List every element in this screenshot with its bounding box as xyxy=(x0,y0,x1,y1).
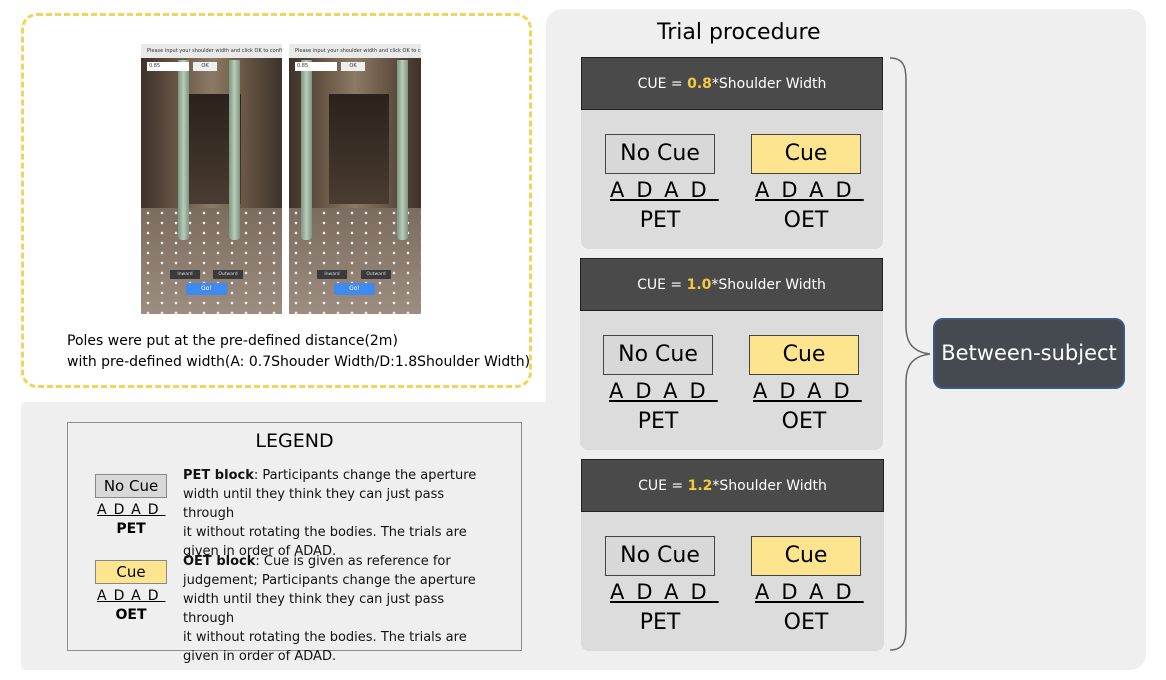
oet-adad-sequence: ADAD xyxy=(753,379,862,403)
legend-pet-description: PET block: Participants change the apert… xyxy=(183,468,477,559)
cue-chip: Cue xyxy=(751,536,861,576)
inward-button[interactable]: Inward xyxy=(170,270,200,279)
legend-oet-desc-line: it without rotating the bodies. The tria… xyxy=(183,630,467,645)
cue-chip: Cue xyxy=(749,335,859,375)
caption-line-1: Poles were put at the pre-defined distan… xyxy=(67,333,398,349)
oet-adad-sequence: ADAD xyxy=(755,178,864,202)
pole-right xyxy=(229,60,240,240)
cue-block-header: CUE = 1.0*Shoulder Width xyxy=(580,258,883,311)
pole-left xyxy=(178,60,189,240)
legend-oet-desc-line: Cue is given as reference for xyxy=(263,554,451,569)
legend-oet-label: OET xyxy=(115,607,147,623)
pet-label: PET xyxy=(639,610,681,635)
go-button[interactable]: Go! xyxy=(334,283,375,295)
oet-label: OET xyxy=(783,610,829,635)
between-subject-label: Between-subject xyxy=(933,318,1125,389)
legend-title: LEGEND xyxy=(255,430,334,452)
inward-button[interactable]: Inward xyxy=(317,270,347,279)
legend-cue-chip: Cue xyxy=(95,560,167,584)
outward-button[interactable]: Outward xyxy=(361,270,391,279)
legend-pet-desc-line: Participants change the aperture xyxy=(262,468,477,483)
no-cue-chip: No Cue xyxy=(603,335,713,375)
cue-value: 1.0 xyxy=(686,277,712,293)
ok-button[interactable]: OK xyxy=(341,62,365,71)
cue-block-1-2: CUE = 1.2*Shoulder Width No Cue Cue ADAD… xyxy=(581,459,884,651)
phone-screenshot-1: Please input your shoulder width and cli… xyxy=(141,44,282,314)
legend-oet-desc-line: width until they think they can just pas… xyxy=(183,592,445,626)
cue-block-header: CUE = 0.8*Shoulder Width xyxy=(581,57,883,110)
oet-adad-sequence: ADAD xyxy=(755,580,864,604)
oet-label: OET xyxy=(783,208,829,233)
no-cue-chip: No Cue xyxy=(605,134,715,174)
legend-pet-desc-title: PET block xyxy=(183,468,254,483)
legend-box xyxy=(67,422,522,651)
instruction-bar: Please input your shoulder width and cli… xyxy=(141,44,282,58)
phone-screenshot-2: Please input your shoulder width and cli… xyxy=(289,44,421,314)
no-cue-chip: No Cue xyxy=(605,536,715,576)
room-doorway xyxy=(329,94,389,204)
cue-value: 0.8 xyxy=(687,76,712,92)
shoulder-width-input[interactable]: 0.85 xyxy=(147,62,189,71)
cue-chip: Cue xyxy=(751,134,861,174)
pole-left xyxy=(301,60,312,240)
ok-button[interactable]: OK xyxy=(193,62,217,71)
legend-oet-adad: ADAD xyxy=(97,588,166,604)
legend-pet-desc-line: it without rotating the bodies. The tria… xyxy=(183,525,467,540)
outward-button[interactable]: Outward xyxy=(213,270,243,279)
trial-procedure-title: Trial procedure xyxy=(657,20,821,45)
go-button[interactable]: Go! xyxy=(186,283,227,295)
oet-label: OET xyxy=(781,409,827,434)
legend-pet-desc-line: width until they think they can just pas… xyxy=(183,487,445,521)
cue-block-1-0: CUE = 1.0*Shoulder Width No Cue Cue ADAD… xyxy=(580,258,883,450)
instruction-bar: Please input your shoulder width and cli… xyxy=(289,44,421,58)
cue-block-header: CUE = 1.2*Shoulder Width xyxy=(581,459,884,512)
pet-label: PET xyxy=(637,409,679,434)
cue-block-0-8: CUE = 0.8*Shoulder Width No Cue Cue ADAD… xyxy=(581,57,883,249)
legend-oet-description: OET block: Cue is given as reference for… xyxy=(183,554,476,664)
legend-oet-desc-title: OET block xyxy=(183,554,256,569)
legend-pet-desc-line: given in order of ADAD. xyxy=(183,544,337,559)
pet-adad-sequence: ADAD xyxy=(610,580,719,604)
room-floor xyxy=(141,208,282,314)
legend-pet-adad: ADAD xyxy=(97,502,166,518)
pet-label: PET xyxy=(639,208,681,233)
pet-adad-sequence: ADAD xyxy=(609,379,718,403)
shoulder-width-input[interactable]: 0.85 xyxy=(295,62,337,71)
legend-oet-desc-line: given in order of ADAD. xyxy=(183,649,337,664)
legend-oet-desc-line: judgement; Participants change the apert… xyxy=(183,573,476,588)
pet-adad-sequence: ADAD xyxy=(610,178,719,202)
legend-no-cue-chip: No Cue xyxy=(95,474,167,498)
caption-line-2: with pre-defined width(A: 0.7Shouder Wid… xyxy=(67,354,531,370)
cue-value: 1.2 xyxy=(687,478,713,494)
group-brace xyxy=(889,57,931,651)
legend-pet-label: PET xyxy=(116,521,146,537)
pole-right xyxy=(397,60,408,240)
